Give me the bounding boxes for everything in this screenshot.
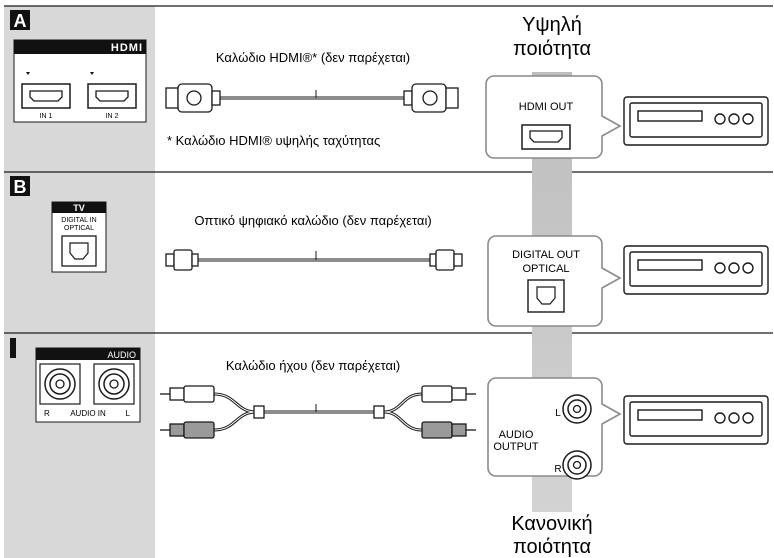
- device-audio-l-label: L: [555, 408, 561, 419]
- tv-audio-l-label: L: [126, 409, 131, 418]
- tv-audio-in-label: AUDIO IN: [70, 409, 106, 418]
- normal-quality-label-line1: Κανονική: [511, 513, 592, 535]
- audio-cable: [160, 385, 476, 439]
- section-a-badge: [10, 10, 30, 30]
- device-audio-out-line1: AUDIO: [499, 429, 534, 441]
- tv-hdmi-port-1: [21, 83, 71, 109]
- tv-audio-r-label: R: [44, 409, 50, 418]
- tv-hdmi-header: HDMI: [111, 42, 143, 54]
- device-hdmi-out-callout: HDMI OUT: [485, 75, 622, 159]
- tv-audio-header: AUDIO: [107, 350, 136, 360]
- device-audio-out-callout: AUDIO OUTPUT L R: [487, 377, 622, 480]
- section-a-letter: A: [14, 11, 27, 31]
- hdmi-cable: [165, 83, 459, 113]
- section-b-letter: B: [14, 177, 27, 197]
- optical-cable-label: Οπτικό ψηφιακό καλώδιο (δεν παρέχεται): [194, 213, 431, 228]
- tv-optical-header: TV: [73, 203, 85, 213]
- hdmi-cable-label: Καλώδιο HDMI®* (δεν παρέχεται): [216, 50, 410, 65]
- tv-optical-line1: DIGITAL IN: [61, 217, 96, 224]
- tv-optical-port: [61, 235, 97, 267]
- section-b-badge: [10, 176, 30, 196]
- device-audio-r-label: R: [554, 464, 561, 475]
- device-a: [623, 96, 769, 146]
- section-b: B TV DIGITAL IN OPTICAL Οπτικό ψηφιακό κ…: [10, 176, 769, 327]
- audio-cable-label: Καλώδιο ήχου (δεν παρέχεται): [226, 358, 400, 373]
- device-hdmi-out-port: [521, 124, 571, 150]
- tv-hdmi-panel: HDMI IN 1 IN 2: [13, 39, 147, 123]
- device-b: [623, 245, 769, 295]
- hdmi-footnote: * Καλώδιο HDMI® υψηλής ταχύτητας: [167, 133, 380, 148]
- device-optical-out-port: [527, 279, 565, 313]
- device-c: [623, 395, 769, 445]
- section-c: I AUDIO R AUDIO IN L: [10, 338, 769, 480]
- normal-quality-label-line2: ποιότητα: [513, 536, 591, 558]
- device-audio-out-line2: OUTPUT: [493, 441, 539, 453]
- device-optical-out-callout: DIGITAL OUT OPTICAL: [487, 235, 622, 327]
- high-quality-label-line2: ποιότητα: [513, 38, 591, 60]
- tv-hdmi-port-2: [87, 83, 137, 109]
- tv-optical-panel: TV DIGITAL IN OPTICAL: [51, 201, 107, 273]
- device-hdmi-out-label: HDMI OUT: [519, 101, 574, 113]
- high-quality-label-line1: Υψηλή: [522, 14, 582, 36]
- device-optical-out-line2: OPTICAL: [522, 263, 569, 275]
- device-optical-out-line1: DIGITAL OUT: [512, 249, 580, 261]
- section-a: A HDMI IN 1 IN 2: [10, 10, 769, 159]
- tv-audio-panel: AUDIO R AUDIO IN L: [35, 347, 141, 423]
- optical-cable: [165, 249, 463, 271]
- tv-hdmi-input-1-label: IN 1: [40, 113, 53, 120]
- tv-optical-line2: OPTICAL: [64, 225, 94, 232]
- tv-hdmi-input-2-label: IN 2: [106, 113, 119, 120]
- section-c-badge: [10, 338, 16, 358]
